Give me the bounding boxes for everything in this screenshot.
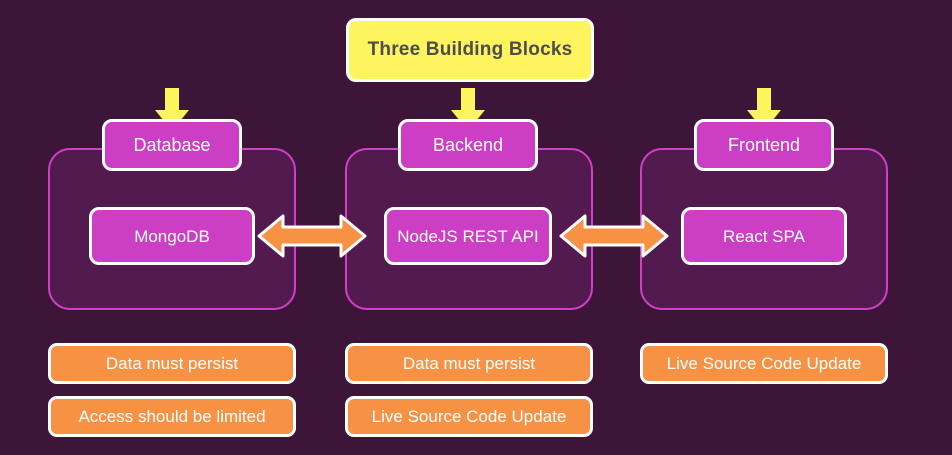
requirement-box[interactable]: Live Source Code Update <box>640 343 888 384</box>
diagram-title: Three Building Blocks <box>346 18 594 82</box>
database-backend-link-icon <box>257 212 367 260</box>
requirement-box[interactable]: Live Source Code Update <box>345 396 593 437</box>
requirement-box[interactable]: Access should be limited <box>48 396 296 437</box>
node-frontend-header[interactable]: Frontend <box>694 119 834 171</box>
backend-frontend-link-icon <box>559 212 669 260</box>
requirement-box[interactable]: Data must persist <box>48 343 296 384</box>
node-frontend-tech[interactable]: React SPA <box>681 207 847 265</box>
requirement-box[interactable]: Data must persist <box>345 343 593 384</box>
node-backend-tech[interactable]: NodeJS REST API <box>384 207 552 265</box>
node-database-header[interactable]: Database <box>102 119 242 171</box>
node-backend-header[interactable]: Backend <box>398 119 538 171</box>
node-database-tech[interactable]: MongoDB <box>89 207 255 265</box>
